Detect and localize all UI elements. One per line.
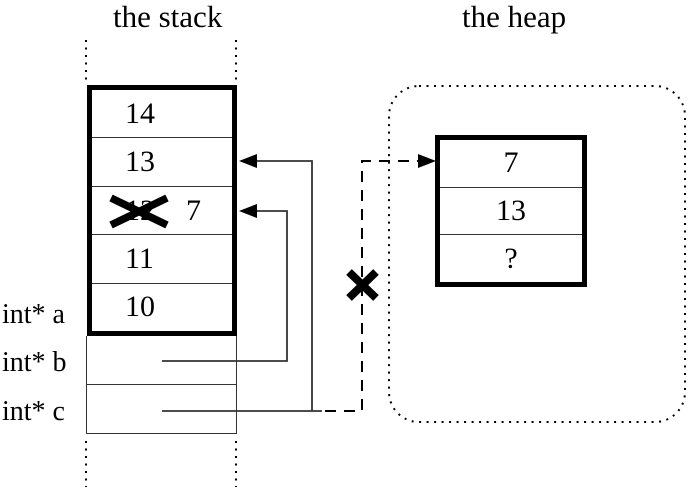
heap-cell-unknown: ? xyxy=(440,234,582,282)
heap-cell-value: ? xyxy=(504,241,518,275)
stack-cell-10: 10 xyxy=(92,282,232,331)
dangling-pointer-dashed-line xyxy=(325,160,428,412)
heap-block-box: 7 13 ? xyxy=(435,135,587,287)
heap-cell-13: 13 xyxy=(440,186,582,235)
heap-cell-value: 13 xyxy=(496,194,526,227)
heap-cell-value: 7 xyxy=(503,146,519,180)
pointer-c-arrowhead-icon xyxy=(239,154,257,168)
dangling-pointer-arrowhead-icon xyxy=(418,154,436,168)
heap-title: the heap xyxy=(462,0,567,34)
pointer-c-line-vertical xyxy=(254,160,313,411)
stack-cell-value: 13 xyxy=(125,145,155,179)
stack-cell-new-value: 7 xyxy=(186,193,201,227)
stack-cell-13: 13 xyxy=(92,137,232,185)
var-label-b: int* b xyxy=(2,347,67,378)
stack-cell-11: 11 xyxy=(92,234,232,282)
heap-cell-7: 7 xyxy=(440,140,582,187)
stack-slot-c xyxy=(87,385,236,433)
stack-cell-value: 11 xyxy=(125,241,154,275)
stack-frame-box: 14 13 12 7 11 10 xyxy=(87,85,237,336)
stack-slot-b xyxy=(87,336,236,385)
pointer-slots xyxy=(86,336,237,434)
invalid-pointer-cross-icon xyxy=(346,269,379,301)
stack-cell-12-overwritten: 12 7 xyxy=(92,185,232,234)
stack-cell-value: 10 xyxy=(125,290,155,324)
var-label-c: int* c xyxy=(2,396,65,427)
stack-cell-14: 14 xyxy=(92,90,232,137)
stack-cell-value: 14 xyxy=(125,96,155,130)
stack-cell-old-value: 12 xyxy=(125,193,155,227)
pointer-b-arrowhead-icon xyxy=(239,204,257,218)
var-label-a: int* a xyxy=(2,299,65,330)
stack-title: the stack xyxy=(113,0,223,34)
